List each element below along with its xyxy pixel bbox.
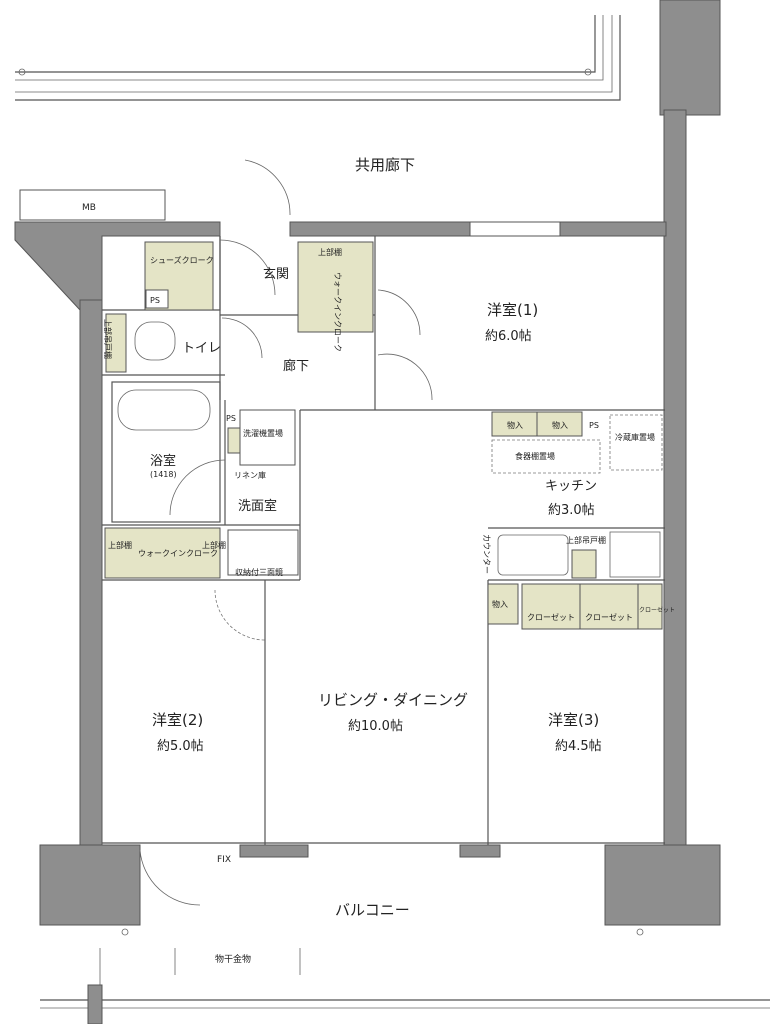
label-washroom: 洗面室 <box>238 498 277 514</box>
corridor-railing <box>15 15 621 101</box>
label-western1-size: 約6.0帖 <box>485 329 532 344</box>
label-walkin-cloak-2: ウォークインクローク <box>138 549 218 558</box>
storage-blocks <box>104 241 663 630</box>
label-western3-size: 約4.5帖 <box>555 739 602 754</box>
label-drying-hardware: 物干金物 <box>215 953 251 965</box>
label-corridor: 廊下 <box>283 358 309 374</box>
label-western2-size: 約5.0帖 <box>157 739 204 754</box>
label-closet-2: クローゼット <box>585 612 633 622</box>
label-walkin-cloak-1: ウォークインクローク <box>333 272 342 352</box>
label-toilet: トイレ <box>182 341 221 356</box>
walls <box>14 0 721 926</box>
label-upper-shelf-2: 上部棚 <box>108 540 132 550</box>
label-mb: MB <box>82 203 96 213</box>
label-ps-3: PS <box>589 421 599 430</box>
label-bath-size: (1418) <box>150 470 177 479</box>
fixtures <box>111 159 661 906</box>
label-closet-3: クローゼット <box>639 606 675 614</box>
label-western2: 洋室(2) <box>152 711 203 729</box>
label-ps-1: PS <box>150 296 160 305</box>
label-counter: カウンター <box>482 534 491 574</box>
label-storage-3: 物入 <box>492 599 508 609</box>
label-bath: 浴室 <box>150 453 176 469</box>
label-living: リビング・ダイニング <box>318 691 468 709</box>
label-washer-space: 洗濯機置場 <box>243 428 283 438</box>
label-linen: リネン庫 <box>234 470 266 480</box>
label-vanity: 収納付三面鏡 <box>235 567 283 577</box>
label-toilet-shelf: 上部吊戸棚 <box>103 319 113 359</box>
mb-box <box>19 189 166 221</box>
label-balcony: バルコニー <box>335 901 410 919</box>
label-upper-shelf-3: 上部棚 <box>202 540 226 550</box>
label-fix: FIX <box>217 855 231 865</box>
label-closet-1: クローゼット <box>527 612 575 622</box>
label-fridge: 冷蔵庫置場 <box>615 432 655 442</box>
label-ps-2: PS <box>226 414 236 423</box>
balcony-railing <box>40 928 770 1024</box>
label-living-size: 約10.0帖 <box>348 719 403 734</box>
label-upper-shelf: 上部棚 <box>318 247 342 257</box>
label-kitchen: キッチン <box>545 479 597 494</box>
interior-walls <box>102 236 665 845</box>
label-kitchen-upper: 上部吊戸棚 <box>566 535 606 545</box>
label-western1: 洋室(1) <box>487 301 538 319</box>
label-entrance: 玄関 <box>263 267 289 282</box>
label-kitchen-size: 約3.0帖 <box>548 503 595 518</box>
label-western3: 洋室(3) <box>548 711 599 729</box>
label-dish-shelf: 食器棚置場 <box>515 451 555 461</box>
label-shoes-cloak: シューズクローク <box>150 255 214 265</box>
label-storage-2: 物入 <box>552 420 568 430</box>
label-common-corridor: 共用廊下 <box>355 156 415 174</box>
label-storage-1: 物入 <box>507 420 523 430</box>
